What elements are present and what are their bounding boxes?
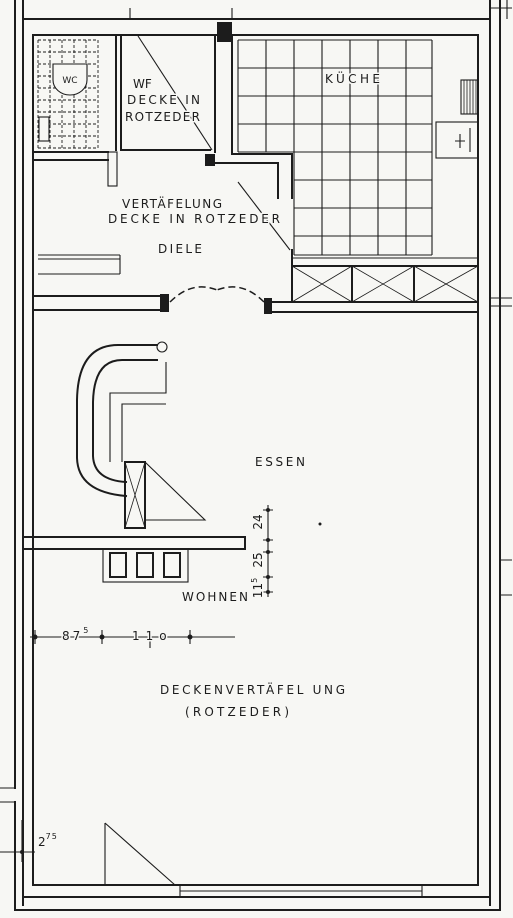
fireplace-outer-curve xyxy=(76,344,158,498)
vertical-dimension-chain: 24 25 115 xyxy=(249,505,273,600)
wall-offset-dimension-lines xyxy=(0,820,35,862)
kitchen-sink xyxy=(435,121,479,159)
dining-living-wall xyxy=(22,536,246,583)
dimension-value: 11o xyxy=(132,629,173,643)
hall-ceiling-note-1: VERTÄFELUNG xyxy=(122,196,222,211)
wc-bottom-wall xyxy=(32,151,109,161)
hall-dining-wall xyxy=(32,286,479,314)
dimension-value: 24 xyxy=(251,514,265,529)
wf-door-swing xyxy=(137,35,213,151)
dimension-dot xyxy=(266,538,270,542)
wall-block-corner xyxy=(205,154,215,166)
door-jamb-right xyxy=(264,298,272,314)
kitchen-tile-grid xyxy=(237,39,433,256)
horizontal-dimension-chain: 875 11o xyxy=(30,625,235,648)
kitchen-door-frame xyxy=(277,153,293,199)
dimension-value: 11 xyxy=(251,583,265,598)
dimension-dot xyxy=(266,590,270,594)
wf-label: WF xyxy=(133,77,152,91)
chimney-cross xyxy=(124,461,146,529)
double-door-swing xyxy=(169,286,265,303)
dining-center-dot xyxy=(318,522,322,526)
kitchen-room: KÜCHE xyxy=(237,39,479,303)
planter-cell-2 xyxy=(136,552,154,578)
fireplace-diagonal xyxy=(144,461,207,521)
dimension-label-2-75: 275 xyxy=(38,832,58,849)
hall-top-wall xyxy=(214,153,293,164)
kitchen-label: KÜCHE xyxy=(325,70,380,86)
dimension-dot xyxy=(99,634,105,640)
wc-door-leaf xyxy=(107,151,118,187)
dimension-superscript: 75 xyxy=(46,832,58,841)
dimension-value: 2 xyxy=(38,835,46,849)
wf-ceiling-note-1: DECKE IN xyxy=(127,93,200,107)
window-frame xyxy=(179,885,423,897)
kitchen-grille xyxy=(460,79,479,115)
hall-cabinet xyxy=(38,254,121,275)
kitchen-sink-tap xyxy=(455,128,471,152)
kitchen-grille-bars xyxy=(463,80,477,114)
hall-label: DIELE xyxy=(158,242,202,256)
dimension-label-110: 11o xyxy=(132,629,173,643)
hall-dining-wall-right xyxy=(269,301,479,313)
dimension-value: 87 xyxy=(62,629,83,643)
kitchen-counter-cabinet-marks xyxy=(291,265,479,303)
dining-room: ESSEN xyxy=(76,341,322,529)
wf-ceiling-note-2: ROTZEDER xyxy=(125,110,200,124)
dimension-label-25: 25 xyxy=(251,552,265,567)
dimension-superscript: 5 xyxy=(83,626,91,635)
wf-room: WF DECKE IN ROTZEDER xyxy=(120,35,213,151)
fireplace-post xyxy=(156,341,168,353)
wall-detail-ticks xyxy=(0,0,512,803)
hall-dining-wall-left xyxy=(32,295,164,311)
wf-kitchen-wall-lines xyxy=(214,34,233,153)
dimension-dot xyxy=(187,634,193,640)
dimension-dot xyxy=(266,550,270,554)
terrace-door-swing xyxy=(104,822,176,886)
dimension-dot xyxy=(266,575,270,579)
living-ceiling-note-1: DECKENVERTÄFEL UNG xyxy=(160,682,345,697)
living-room: WOHNEN DECKENVERTÄFEL UNG (ROTZEDER) xyxy=(104,589,423,897)
dimension-label-24: 24 xyxy=(251,514,265,529)
wc-wf-partition xyxy=(115,34,122,151)
kitchen-door-swing xyxy=(237,181,291,251)
dimension-label-11-5: 115 xyxy=(250,578,265,598)
planter-cell-3 xyxy=(163,552,181,578)
door-jamb-left xyxy=(160,294,169,312)
dimension-superscript: 5 xyxy=(250,578,259,583)
wall-block-top xyxy=(217,22,232,42)
planter-cell-1 xyxy=(109,552,127,578)
wc-room: WC xyxy=(32,34,122,187)
dining-label: ESSEN xyxy=(255,455,305,469)
dimension-label-87-5: 875 xyxy=(62,626,91,643)
hall-ceiling-note-2: DECKE IN ROTZEDER xyxy=(108,212,280,226)
dimension-dot xyxy=(32,634,38,640)
living-label: WOHNEN xyxy=(182,590,248,604)
fireplace-hearth xyxy=(109,362,167,462)
planter-box xyxy=(102,548,189,583)
wall-offset-dimension: 275 xyxy=(0,820,58,862)
fireplace-inner-curve xyxy=(92,359,158,484)
washbasin xyxy=(38,116,50,142)
wf-kitchen-wall xyxy=(205,22,233,166)
dimension-value: 25 xyxy=(251,552,265,567)
wc-label: WC xyxy=(62,76,77,86)
toilet-fixture xyxy=(52,63,88,96)
chimney xyxy=(124,461,146,529)
dimension-dot xyxy=(20,850,24,854)
kitchen-counter-dividers xyxy=(351,265,415,303)
dimension-dot xyxy=(266,508,270,512)
